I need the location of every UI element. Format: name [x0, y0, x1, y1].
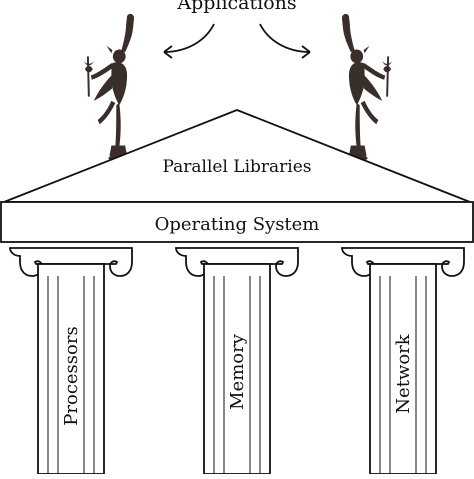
pillar-memory: Memory [175, 247, 299, 475]
pillar-processors: Processors [9, 247, 133, 475]
pediment-label: Parallel Libraries [162, 157, 311, 177]
arrow-right-icon [259, 23, 311, 53]
pillar-network: Network [341, 247, 465, 475]
arrow-right-head [301, 45, 311, 59]
pediment [3, 109, 471, 203]
pillar-label-memory: Memory [227, 333, 248, 410]
applications-label: Applications [176, 0, 296, 14]
pillar-label-processors: Processors [61, 326, 82, 425]
pillar-label-network: Network [393, 333, 414, 413]
entablature [0, 201, 474, 243]
arrow-left-icon [163, 23, 215, 53]
entablature-label: Operating System [155, 214, 320, 235]
hermes-statue-icon [83, 13, 135, 162]
arrow-left-head [163, 45, 173, 59]
hermes-statue-icon [341, 13, 393, 162]
